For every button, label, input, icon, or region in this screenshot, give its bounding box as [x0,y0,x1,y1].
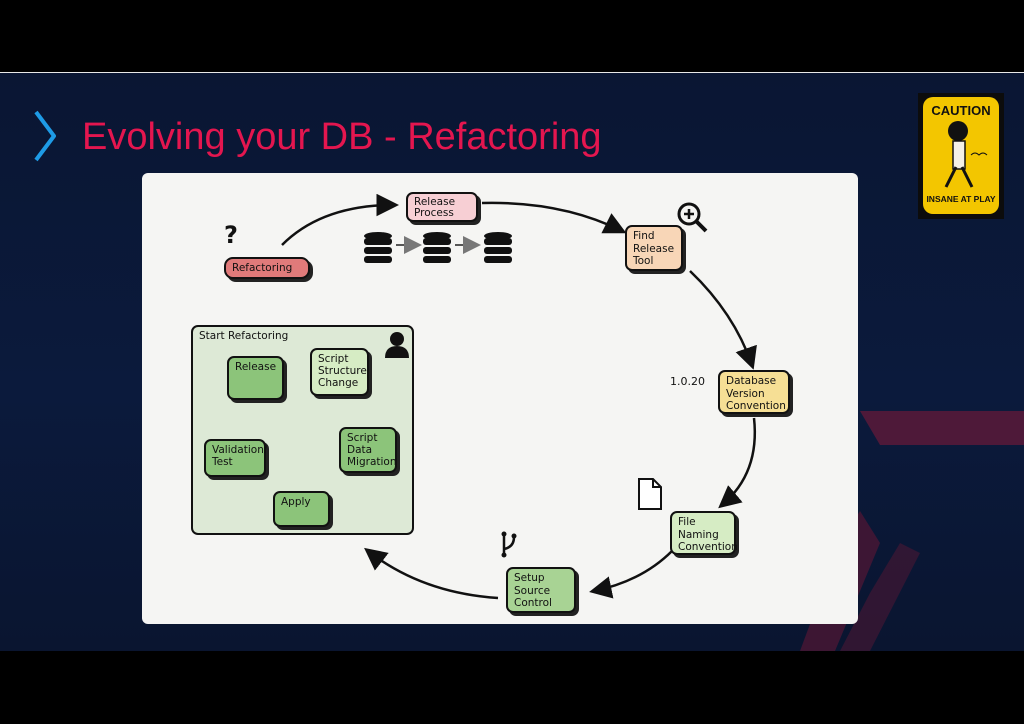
database-icons [364,232,512,263]
caution-badge: CAUTION INSANE AT PLAY [918,93,1004,219]
node-find-release-tool: Find Release Tool [625,225,683,271]
slide: Evolving your DB - Refactoring CAUTION I… [0,73,1024,651]
caution-badge-bottom-text: INSANE AT PLAY [926,194,996,204]
question-mark-icon: ? [224,221,238,249]
node-script-structure-change: Script Structure Change [310,348,369,396]
database-icon [423,232,451,263]
stick-figure-icon [944,121,988,188]
node-validation-test: Validation/ Test [204,439,267,477]
node-database-version-convention: Database Version Convention [718,370,790,414]
node-setup-source-control: Setup Source Control [506,567,576,613]
zoom-in-icon [677,202,708,233]
user-icon [385,332,409,358]
chevron-right-icon [34,110,56,162]
version-label: 1.0.20 [670,375,705,388]
git-branch-icon [501,531,517,558]
caution-badge-top-text: CAUTION [931,103,991,118]
node-release-process: Release Process [406,192,478,222]
slide-title: Evolving your DB - Refactoring [82,116,602,158]
database-icon [484,232,512,263]
node-script-data-migration: Script Data Migration [339,427,397,473]
node-file-naming-convention: File Naming Convention [670,511,738,555]
document-icon [638,478,662,510]
start-refactoring-title: Start Refactoring [199,330,289,342]
node-refactoring: Refactoring [224,257,310,279]
node-release: Release [227,356,284,400]
database-icon [364,232,392,263]
diagram-panel: ? [142,173,858,624]
node-apply: Apply [273,491,330,527]
